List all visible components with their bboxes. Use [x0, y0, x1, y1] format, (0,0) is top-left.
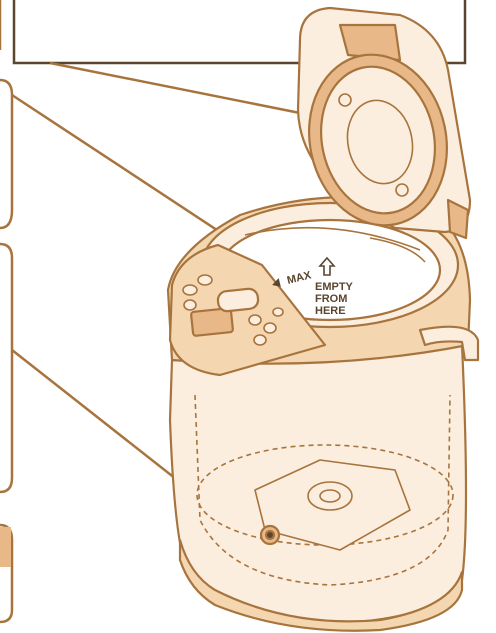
drain-plug-icon [261, 526, 279, 544]
panel-button-5 [264, 323, 276, 333]
panel-button-2 [198, 275, 212, 285]
panel-button-1 [183, 285, 197, 295]
callout-box-2 [0, 244, 12, 492]
panel-button-3 [184, 300, 196, 310]
leader-line-lid [50, 63, 335, 120]
leader-line-drain [12, 350, 190, 490]
callout-box-3-fill [0, 527, 11, 567]
empty-line-2: FROM [315, 293, 347, 305]
panel-button-7 [273, 308, 283, 316]
panel-button-4 [249, 315, 261, 325]
empty-line-3: HERE [315, 305, 346, 317]
empty-line-1: EMPTY [315, 281, 354, 293]
panel-window [217, 288, 259, 312]
panel-button-6 [254, 335, 266, 345]
callout-box-1 [0, 80, 12, 228]
